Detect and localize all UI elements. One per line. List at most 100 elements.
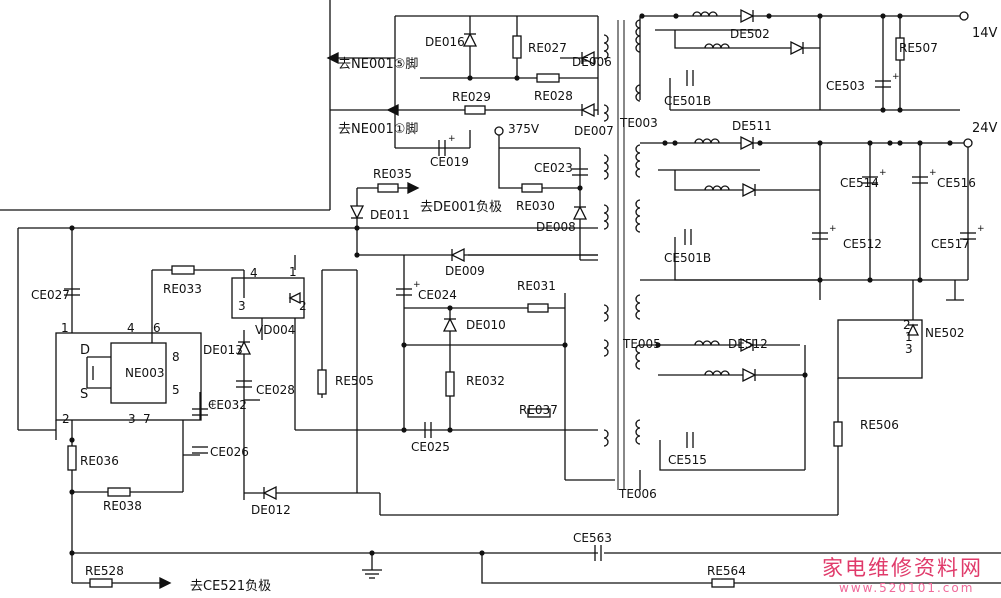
junction-dot <box>447 427 453 433</box>
pin-ne502-1: 1 <box>905 330 913 344</box>
label-375v: 375V <box>508 122 540 136</box>
transformer-winding <box>603 429 609 447</box>
designator-re564: RE564 <box>707 564 746 578</box>
designator-re506: RE506 <box>860 418 899 432</box>
designator-ce512: CE512 <box>843 237 882 251</box>
designator-ce025: CE025 <box>411 440 450 454</box>
designator-ce019: CE019 <box>430 155 469 169</box>
wire <box>674 30 820 49</box>
diode <box>462 32 478 47</box>
diode <box>580 50 595 66</box>
designator-ne003: NE003 <box>125 366 165 380</box>
designator-de007: DE007 <box>574 124 614 138</box>
junction-dot <box>655 342 661 348</box>
diode <box>790 40 805 56</box>
designator-ce032: CE032 <box>208 398 247 412</box>
designator-re032: RE032 <box>466 374 505 388</box>
pin-vd004-3: 3 <box>238 299 246 313</box>
resistor <box>833 421 843 447</box>
junction-dot <box>662 140 668 146</box>
resistor <box>527 408 551 418</box>
designator-ce516: CE516 <box>937 176 976 190</box>
terminal-14v <box>959 11 969 21</box>
inductor <box>704 370 730 376</box>
pin-ne003-6: 6 <box>153 321 161 335</box>
designator-ce024: CE024 <box>418 288 457 302</box>
junction-dot <box>880 13 886 19</box>
terminal-24v <box>963 138 973 148</box>
resistor <box>89 578 113 588</box>
designator-te005: TE005 <box>623 337 661 351</box>
pin-ne003-5: 5 <box>172 383 180 397</box>
junction-dot <box>514 75 520 81</box>
diode <box>236 340 252 355</box>
junction-dot <box>69 225 75 231</box>
diode <box>349 205 365 220</box>
pin-ne003-4: 4 <box>127 321 135 335</box>
transformer-winding <box>635 199 641 233</box>
junction-dot <box>867 277 873 283</box>
designator-de013: DE013 <box>203 343 243 357</box>
inductor <box>704 43 730 49</box>
pin-vd004-1: 1 <box>289 265 297 279</box>
designator-de502: DE502 <box>730 27 770 41</box>
pin-ne003-8: 8 <box>172 350 180 364</box>
wire <box>498 148 580 189</box>
pin-ne003-7: 7 <box>143 412 151 426</box>
watermark-url: www.520101.com <box>839 581 975 595</box>
arrow-left <box>326 51 339 65</box>
transformer-winding <box>603 154 609 180</box>
pin-ne502-2: 2 <box>903 318 911 332</box>
designator-ce028: CE028 <box>256 383 295 397</box>
transformer-winding <box>603 104 609 122</box>
label-24v: 24V <box>972 121 998 136</box>
pin-ne003-s: S <box>80 387 89 402</box>
label-to-ne001-pin5: 去NE001⑤脚 <box>338 57 419 72</box>
designator-de016: DE016 <box>425 35 465 49</box>
junction-dot <box>897 107 903 113</box>
background-text <box>600 6 604 19</box>
junction-dot <box>447 305 453 311</box>
wire <box>674 170 820 191</box>
inductor <box>692 11 718 17</box>
designator-te006: TE006 <box>619 487 657 501</box>
junction-dot <box>766 13 772 19</box>
designator-de011: DE011 <box>370 208 410 222</box>
arrow-right <box>159 576 172 590</box>
junction-dot <box>354 225 360 231</box>
ic-ne003-outline <box>55 332 202 421</box>
resistor <box>445 371 455 397</box>
junction-dot <box>467 75 473 81</box>
designator-re528: RE528 <box>85 564 124 578</box>
junction-dot <box>673 13 679 19</box>
diode <box>742 182 757 198</box>
transformer-winding <box>603 304 609 322</box>
transformer-winding <box>635 19 641 53</box>
designator-ce501b-top: CE501B <box>664 94 712 108</box>
pin-ne003-2: 2 <box>62 412 70 426</box>
polarity-plus: + <box>879 168 887 178</box>
polarity-plus: + <box>829 224 837 234</box>
designator-ne502: NE502 <box>925 326 965 340</box>
pin-ne003-3: 3 <box>128 412 136 426</box>
resistor <box>536 73 560 83</box>
designator-ce514: CE514 <box>840 176 879 190</box>
resistor <box>512 35 522 59</box>
wire <box>481 553 1001 584</box>
resistor <box>521 183 543 193</box>
designator-re033: RE033 <box>163 282 202 296</box>
junction-dot <box>897 13 903 19</box>
polarity-plus: + <box>448 134 456 144</box>
junction-dot <box>401 342 407 348</box>
designator-vd004: VD004 <box>255 323 296 337</box>
junction-dot <box>639 13 645 19</box>
transformer-winding <box>603 204 609 230</box>
designator-de009: DE009 <box>445 264 485 278</box>
resistor <box>527 303 549 313</box>
label-to-ne001-pin1: 去NE001①脚 <box>338 122 419 137</box>
transformer-winding <box>603 339 609 357</box>
diode <box>580 102 595 118</box>
pin-vd004-2: 2 <box>299 299 307 313</box>
diode <box>288 291 301 305</box>
